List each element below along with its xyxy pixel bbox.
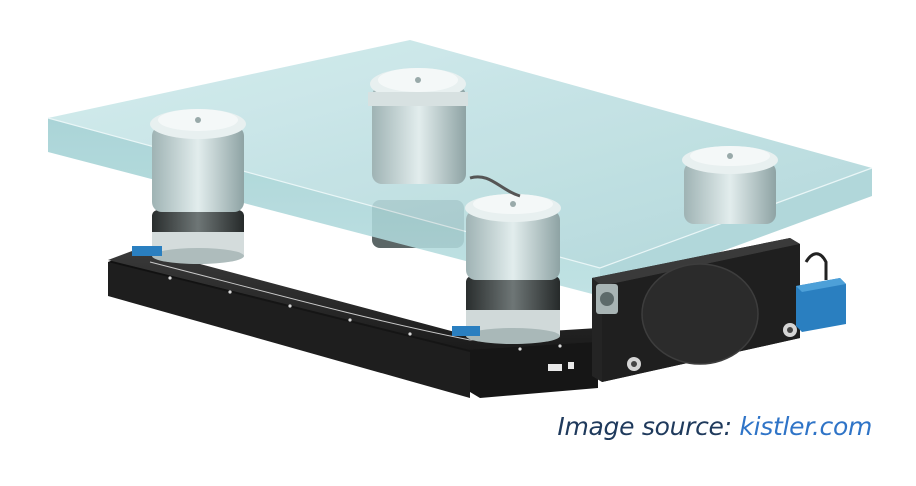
sensor-left-top xyxy=(150,109,246,212)
force-plate-illustration xyxy=(47,40,873,398)
sensor-right-top xyxy=(682,146,778,224)
sensor-back-left xyxy=(132,210,244,264)
sensor-front-middle xyxy=(452,194,561,344)
base-frame xyxy=(108,248,598,398)
caption-prefix: Image source: xyxy=(557,412,740,441)
kistler-link[interactable]: kistler.com xyxy=(739,412,872,441)
electronics-housing xyxy=(592,238,846,382)
cable xyxy=(469,175,521,198)
image-source-caption: Image source: kistler.com xyxy=(557,412,872,441)
sensor-back-middle-top xyxy=(368,68,468,184)
